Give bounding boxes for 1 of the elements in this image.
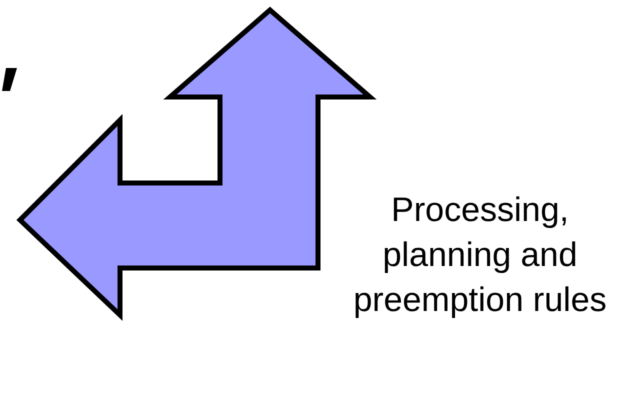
- caption-text: Processing, planning and preemption rules: [352, 190, 608, 321]
